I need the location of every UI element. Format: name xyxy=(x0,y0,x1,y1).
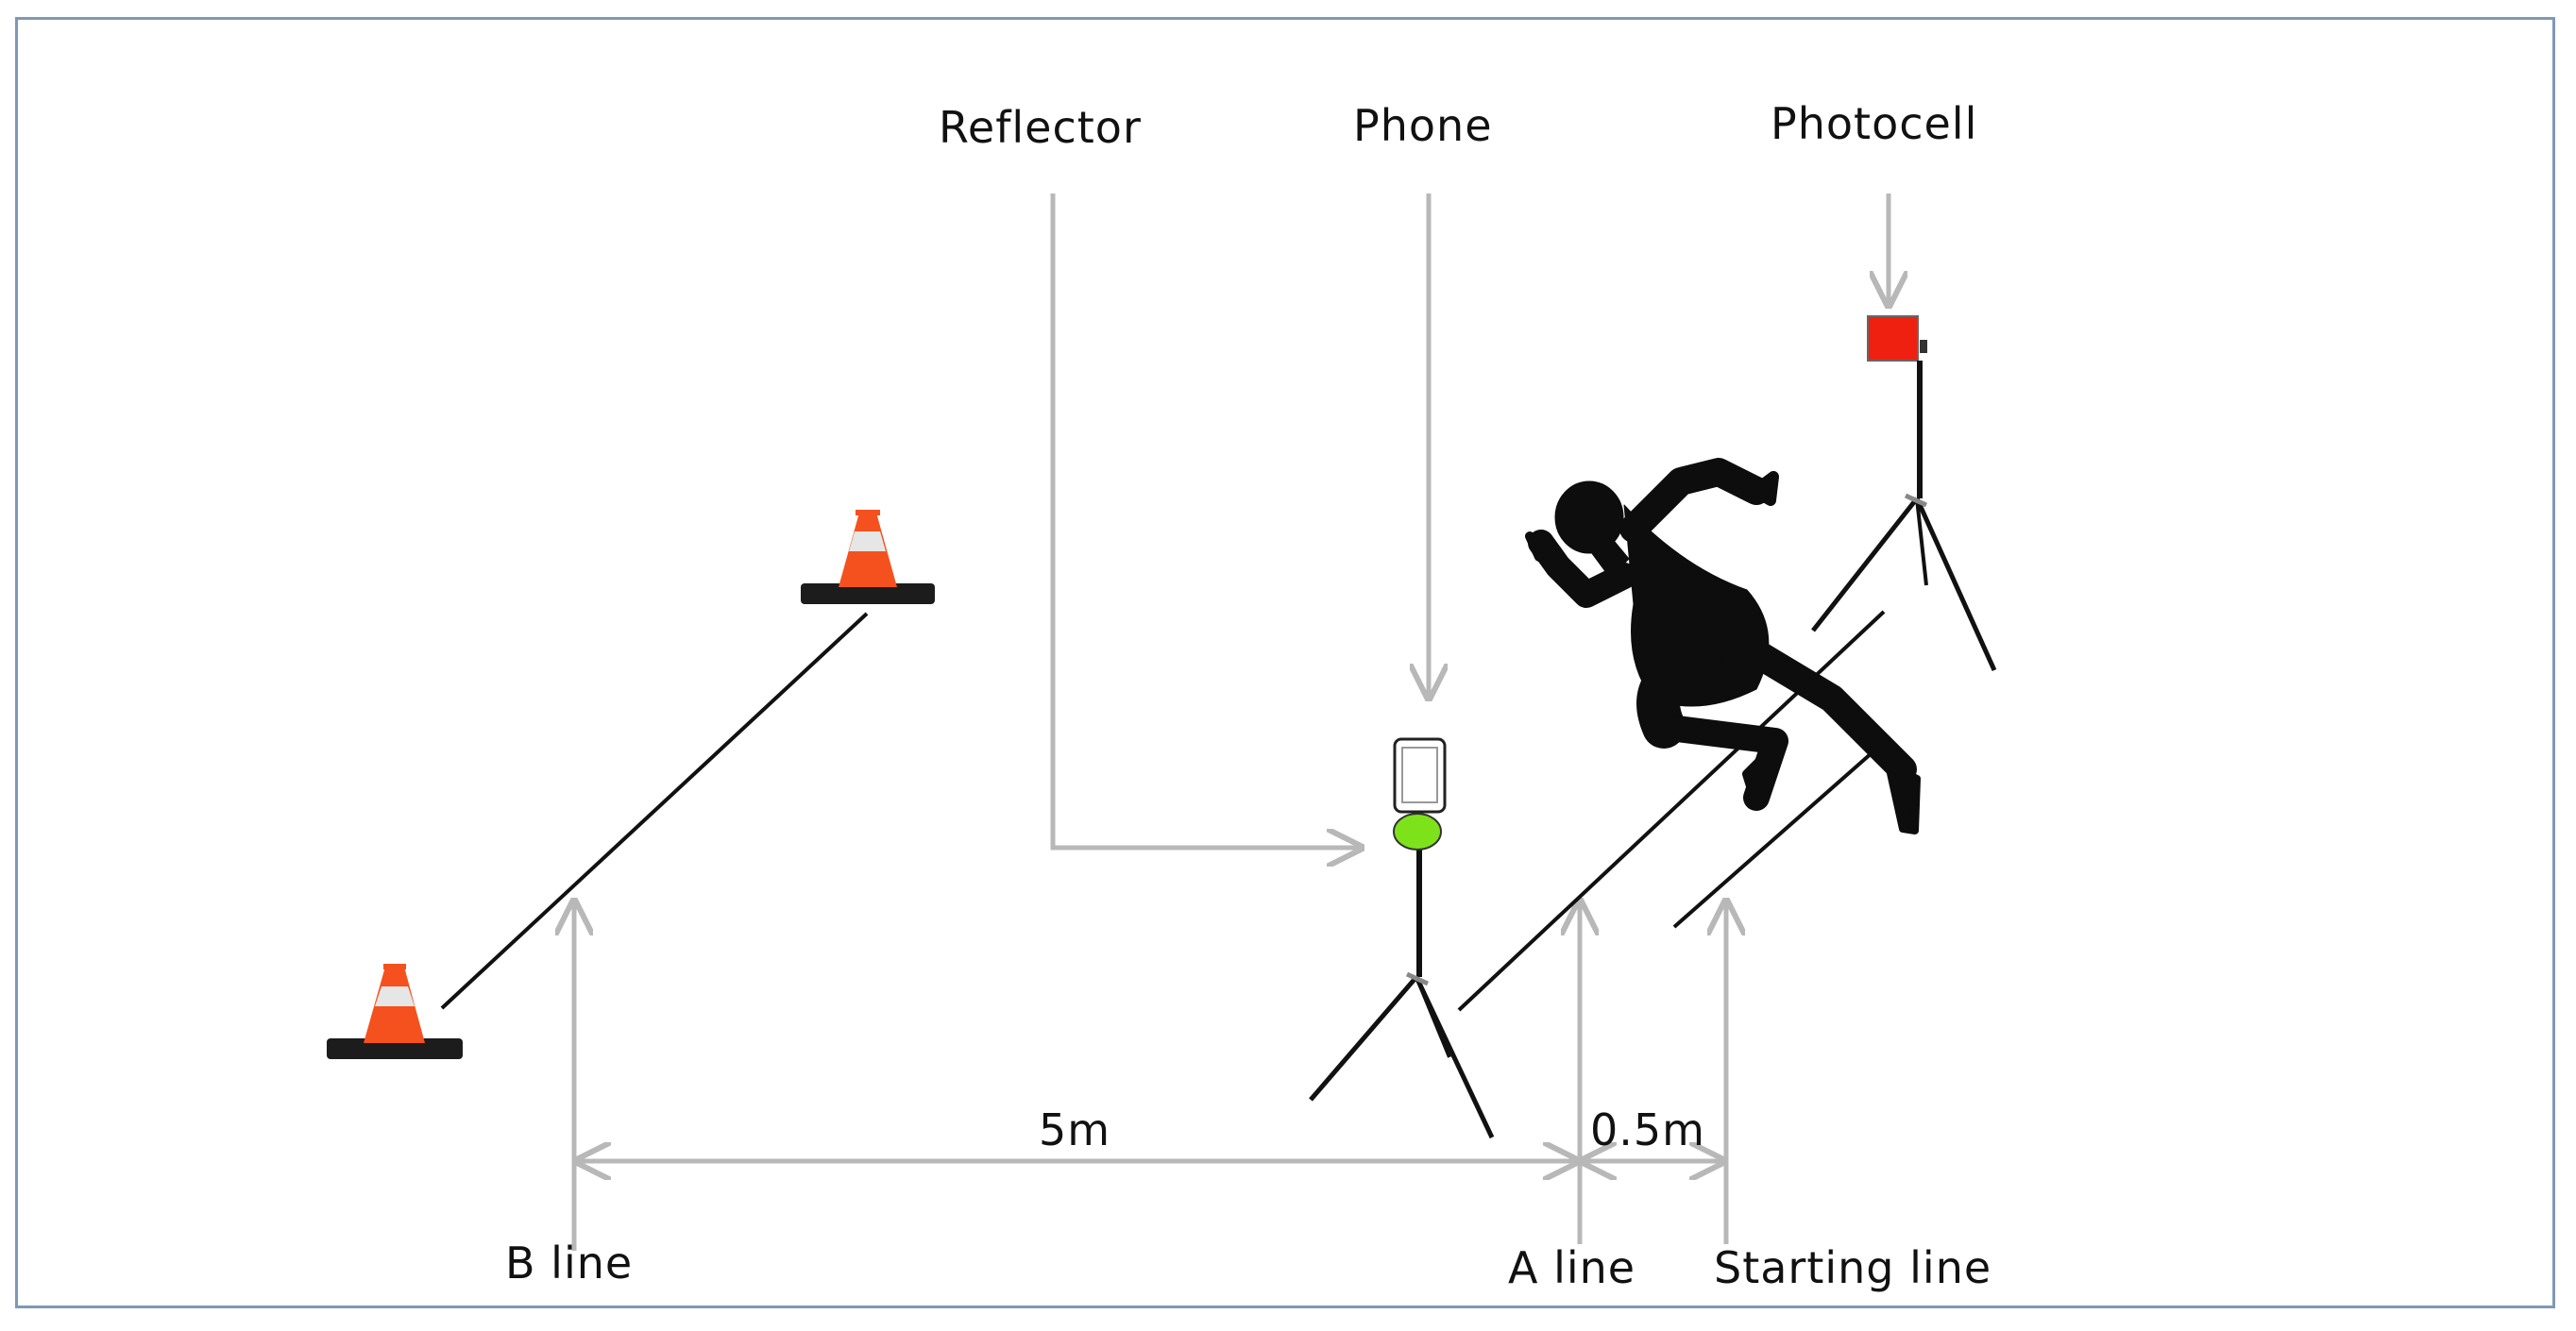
starting-line-label: Starting line xyxy=(1714,1242,1992,1293)
a-line-label: A line xyxy=(1508,1242,1636,1293)
distance-5m-label: 5m xyxy=(1039,1104,1111,1155)
photocell-label: Photocell xyxy=(1771,98,1978,149)
sprinter-silhouette-icon xyxy=(1525,458,1921,834)
phone-label: Phone xyxy=(1353,100,1493,151)
reflector-arrow xyxy=(1050,194,1360,848)
phone-tripod-icon xyxy=(1309,737,1495,1139)
starting-line xyxy=(1672,736,1890,929)
cone-near-icon xyxy=(327,964,463,1059)
reflector-icon xyxy=(1393,813,1442,851)
cone-far-icon xyxy=(801,510,935,604)
distance-05m-label: 0.5m xyxy=(1590,1104,1705,1155)
b-line xyxy=(440,612,869,1010)
reflector-label: Reflector xyxy=(939,102,1142,153)
photocell-tripod-icon xyxy=(1811,315,1997,672)
b-line-label: B line xyxy=(505,1238,634,1289)
diagram-frame xyxy=(15,17,2555,1308)
